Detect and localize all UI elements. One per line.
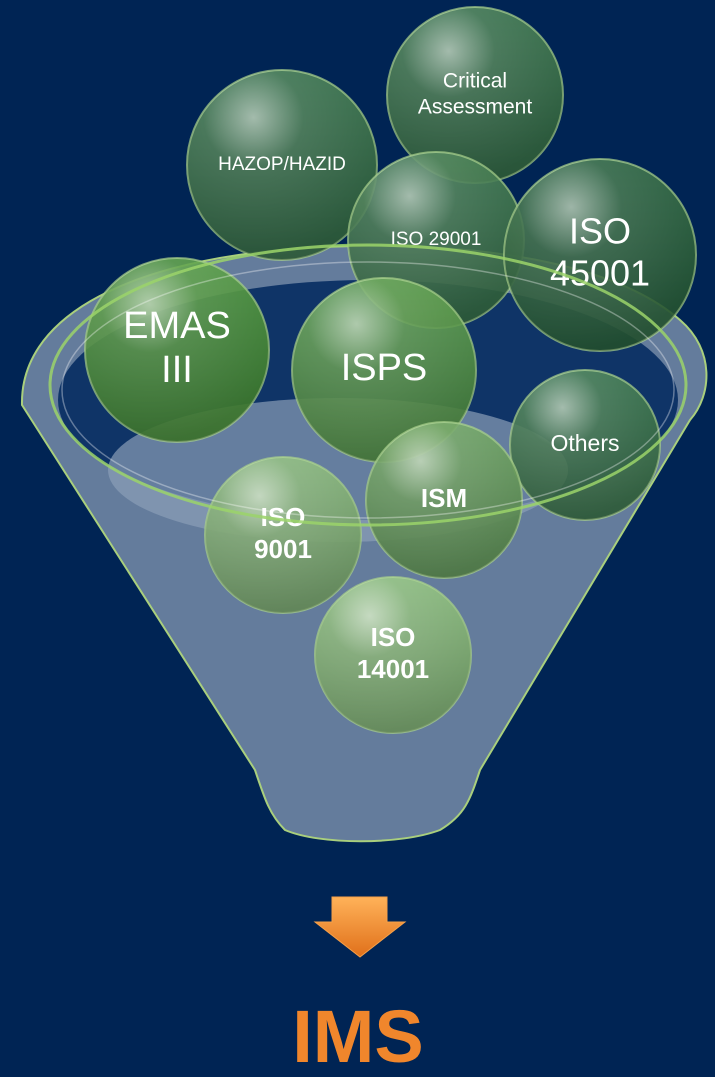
bubble-gloss [510, 370, 660, 520]
bubble-gloss [366, 422, 522, 578]
down-arrow-icon [313, 896, 407, 958]
bubble-gloss [504, 159, 696, 351]
bubble-label: III [161, 349, 193, 391]
bubble-ism: ISM [365, 421, 523, 579]
bubble-label: 45001 [550, 253, 650, 294]
bubble-gloss [387, 7, 563, 183]
bubble-label: ISM [421, 483, 467, 513]
bubble-label: Assessment [418, 96, 533, 119]
bubble-others: Others [509, 369, 661, 521]
funnel-rim [48, 243, 688, 527]
bubble-label: 9001 [254, 534, 312, 564]
bubble-gloss [187, 70, 377, 260]
result-label: IMS [292, 995, 424, 1077]
bubble-label: ISO [569, 211, 631, 252]
bubble-gloss [292, 278, 476, 462]
bubble-label: EMAS [123, 305, 231, 347]
bubble-label: ISO 29001 [391, 229, 482, 250]
bubble-gloss [315, 577, 471, 733]
bubble-label: HAZOP/HAZID [218, 154, 346, 175]
bubble-label: 14001 [357, 654, 429, 684]
bubble-hazop-hazid: HAZOP/HAZID [186, 69, 378, 261]
funnel-rim-inner [61, 261, 675, 519]
bubble-gloss [85, 258, 269, 442]
bubble-label: ISO [371, 622, 416, 652]
bubble-gloss [205, 457, 361, 613]
bubble-label: Critical [443, 70, 507, 93]
bubble-label: Others [550, 430, 619, 456]
bubble-isps: ISPS [291, 277, 477, 463]
bubble-label: ISPS [341, 347, 428, 389]
